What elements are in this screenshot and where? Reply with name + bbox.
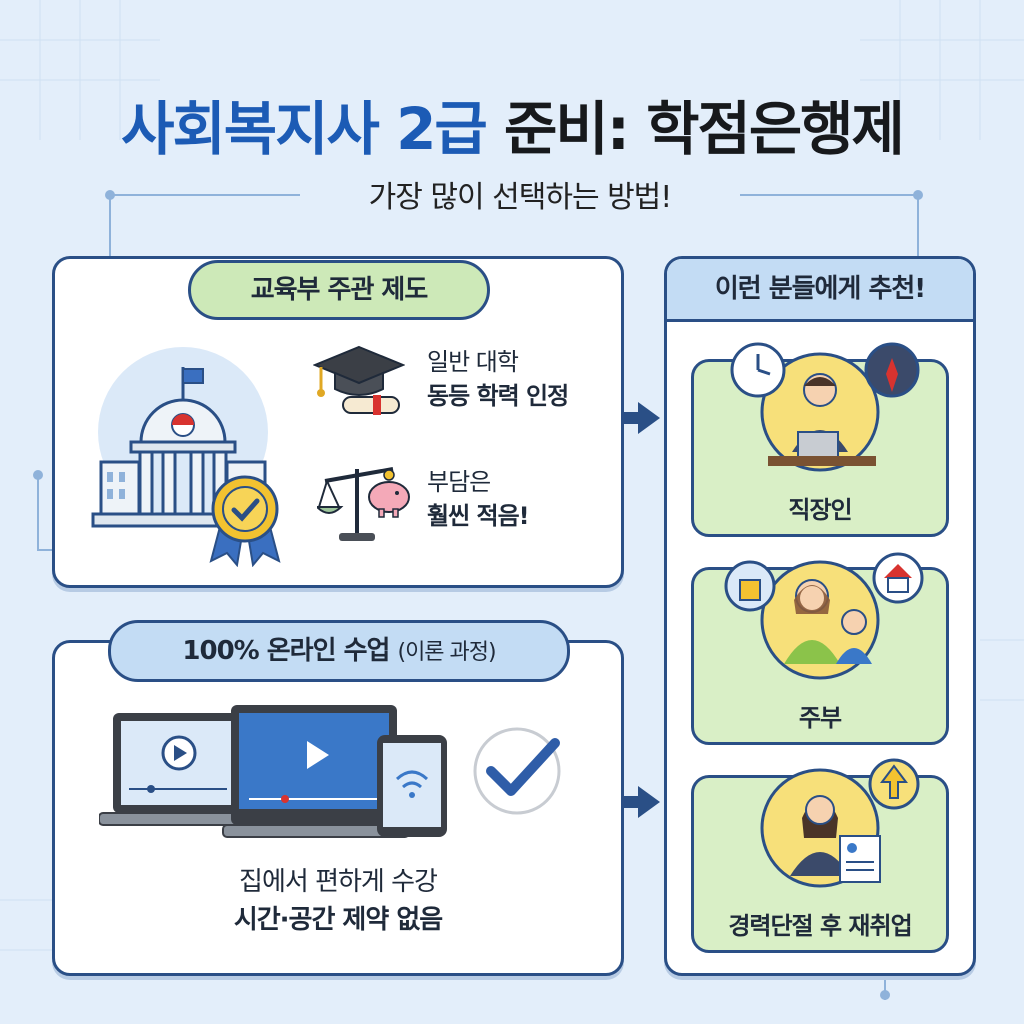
scale-piggy-bank-icon (317, 467, 410, 541)
ministry-item2-line1: 부담은 (427, 468, 491, 496)
online-label: 100% 온라인 수업 (이론 과정) (108, 620, 570, 682)
online-line1: 집에서 편하게 수강 (239, 867, 438, 897)
recommend-header: 이런 분들에게 추천! (667, 259, 973, 322)
title-part2: 준비: 학점은행제 (504, 95, 905, 163)
devices-icon (99, 705, 447, 838)
ministry-item2: 부담은 훨씬 적음! (427, 465, 530, 533)
ministry-label: 교육부 주관 제도 (188, 260, 490, 320)
ministry-item1-line2: 동등 학력 인정 (427, 382, 569, 410)
page-title: 사회복지사 2급 준비: 학점은행제 (0, 82, 1024, 166)
recommend-panel: 이런 분들에게 추천! 직장인 (664, 256, 976, 976)
online-line2: 시간·공간 제약 없음 (233, 905, 443, 935)
recommend-item-label: 경력단절 후 재취업 (728, 912, 912, 940)
title-part1: 사회복지사 2급 (121, 95, 488, 163)
online-class-panel: 집에서 편하게 수강 시간·공간 제약 없음 (52, 640, 624, 976)
recommend-item-homemaker: 주부 (691, 552, 949, 745)
ministry-item1-line1: 일반 대학 (427, 348, 519, 376)
career-woman-icon (760, 758, 920, 888)
recommend-item-label: 직장인 (788, 496, 852, 524)
online-label-main: 100% 온라인 수업 (182, 636, 390, 666)
recommend-item-return-to-work: 경력단절 후 재취업 (691, 758, 949, 953)
ministry-item1: 일반 대학 동등 학력 인정 (427, 345, 569, 413)
recommend-item-label: 주부 (798, 704, 842, 732)
ministry-item2-line2: 훨씬 적음! (427, 502, 530, 530)
recommend-item-office-worker: 직장인 (691, 342, 949, 537)
graduation-cap-icon (313, 345, 405, 415)
online-text: 집에서 편하게 수강 시간·공간 제약 없음 (55, 863, 621, 939)
ministry-panel: 일반 대학 동등 학력 인정 부담은 훨씬 적음! (52, 256, 624, 588)
online-label-sub: (이론 과정) (397, 640, 496, 665)
subtitle: 가장 많이 선택하는 방법! (320, 172, 720, 216)
parent-child-icon (724, 552, 924, 680)
award-badge-icon (209, 475, 281, 567)
office-worker-icon (730, 342, 920, 472)
checkmark-icon (473, 727, 561, 815)
